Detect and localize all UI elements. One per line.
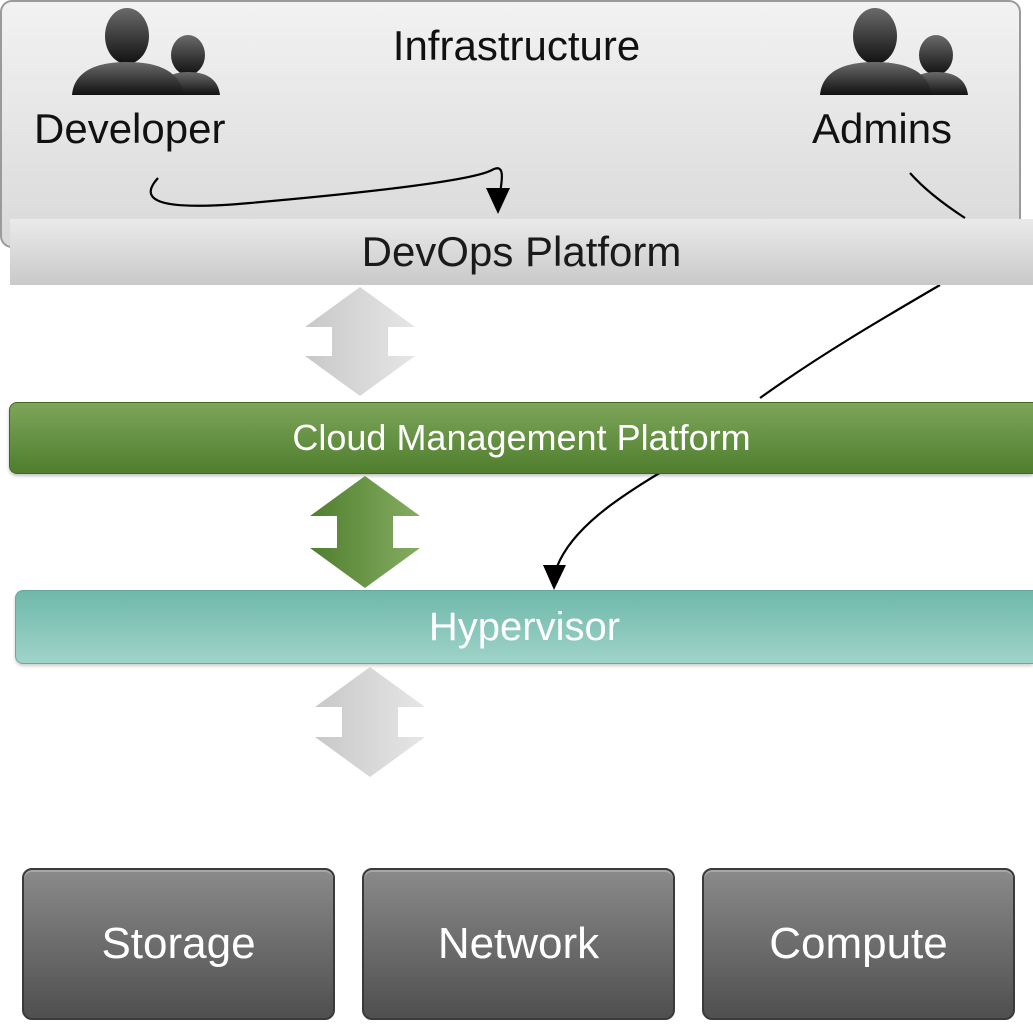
storage-label: Storage — [101, 919, 256, 968]
hypervisor-label: Hypervisor — [428, 604, 621, 649]
devops-platform-label: DevOps Platform — [361, 228, 682, 275]
developer-label: Developer — [34, 105, 226, 152]
admins-label: Admins — [812, 105, 953, 152]
double-arrow-icon-devops-cmp — [305, 287, 415, 396]
network-box: Network — [362, 868, 675, 1020]
infrastructure-container: Infrastructure — [0, 0, 1021, 248]
compute-box: Compute — [702, 868, 1015, 1020]
developer-user-group-icon — [72, 8, 220, 95]
hypervisor-layer: Hypervisor — [15, 590, 1033, 664]
developer-connector — [149, 167, 504, 211]
cloud-management-platform-layer: Cloud Management Platform — [9, 402, 1033, 474]
double-arrow-icon-cmp-hypervisor — [310, 476, 420, 588]
admins-user-group-icon — [820, 8, 968, 95]
admins-arrowhead — [543, 565, 566, 590]
storage-box: Storage — [22, 868, 335, 1020]
developer-arrowhead — [486, 188, 510, 214]
devops-platform-layer: DevOps Platform — [10, 219, 1033, 285]
network-label: Network — [437, 919, 600, 968]
compute-label: Compute — [769, 919, 948, 968]
cloud-management-platform-label: Cloud Management Platform — [292, 417, 751, 458]
infrastructure-title: Infrastructure — [392, 22, 641, 69]
double-arrow-icon-hypervisor-infra — [315, 667, 425, 777]
